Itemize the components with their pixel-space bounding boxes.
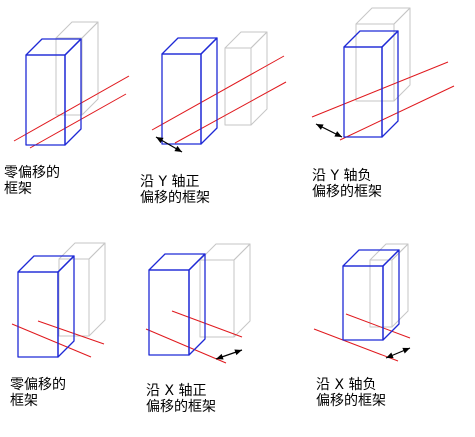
offset-frame bbox=[58, 242, 106, 337]
offset-frame-side-face bbox=[81, 21, 99, 116]
offset-frame-side-face bbox=[233, 243, 251, 338]
panel-negative-y bbox=[311, 7, 455, 141]
offset-dimension-arrow-head-end bbox=[334, 131, 342, 137]
offset-dimension-arrow-head-start bbox=[316, 124, 324, 130]
frame-box-side-face bbox=[200, 37, 218, 145]
offset-frame bbox=[199, 243, 251, 338]
offset-frame bbox=[224, 31, 268, 126]
caption-line: 偏移的框架 bbox=[316, 393, 386, 409]
offset-line-1 bbox=[145, 328, 227, 364]
offset-line-2 bbox=[339, 85, 455, 141]
frame-box-front-face bbox=[148, 269, 190, 356]
caption-line: 沿 X 轴负 bbox=[316, 377, 377, 393]
offset-frame-top-face bbox=[224, 31, 268, 49]
offset-frame-side-face bbox=[393, 7, 411, 102]
offset-line-2 bbox=[345, 313, 411, 339]
caption-line: 偏移的框架 bbox=[146, 399, 216, 415]
offset-line-2 bbox=[171, 310, 243, 338]
frame-box bbox=[17, 255, 75, 358]
offset-line-2 bbox=[37, 320, 105, 345]
frame-box bbox=[342, 249, 400, 341]
offset-frame-top-face bbox=[369, 243, 409, 261]
offset-frame-front-face bbox=[355, 23, 395, 102]
offset-frame bbox=[369, 243, 409, 328]
offset-line-1 bbox=[313, 328, 399, 362]
caption-line: 沿 X 轴正 bbox=[146, 383, 207, 399]
offset-dimension-arrow-head-end bbox=[234, 349, 242, 356]
frame-box bbox=[148, 253, 206, 356]
offset-dimension-arrow-head-start bbox=[386, 352, 394, 359]
offset-dimension-arrow-head-end bbox=[174, 145, 182, 152]
offset-dimension-arrow-head-end bbox=[402, 347, 410, 354]
offset-frame bbox=[355, 7, 411, 102]
panel-zero-offset-top bbox=[13, 21, 130, 149]
offset-line-2 bbox=[174, 81, 287, 144]
offset-line-1 bbox=[311, 61, 449, 118]
frame-box-front-face bbox=[161, 53, 202, 145]
offset-frame-side-face bbox=[391, 243, 409, 328]
offset-frame-side-face bbox=[88, 242, 106, 337]
frame-box-side-face bbox=[64, 38, 82, 146]
caption-line: 框架 bbox=[10, 393, 38, 409]
panel-zero-offset-bottom bbox=[11, 242, 106, 358]
panel-negative-x bbox=[313, 243, 411, 362]
frame-box-front-face bbox=[17, 271, 59, 358]
frame-box bbox=[343, 30, 399, 138]
caption-line: 偏移的框架 bbox=[140, 190, 210, 206]
frame-box-side-face bbox=[57, 255, 75, 358]
caption-line: 框架 bbox=[4, 181, 32, 197]
offset-dimension-arrow bbox=[385, 347, 411, 359]
caption-line: 零偏移的 bbox=[4, 165, 60, 181]
offset-frame-front-face bbox=[55, 37, 83, 116]
frame-box bbox=[25, 38, 82, 146]
caption-line: 沿 Y 轴负 bbox=[312, 168, 371, 184]
offset-dimension-arrow bbox=[315, 123, 343, 138]
caption-line: 零偏移的 bbox=[10, 377, 66, 393]
panel-positive-y bbox=[151, 31, 287, 153]
offset-frame-side-face bbox=[250, 31, 268, 126]
offset-line-1 bbox=[11, 323, 92, 358]
offset-dimension-arrow bbox=[155, 136, 183, 153]
offset-line-2 bbox=[29, 93, 127, 149]
frame-box bbox=[161, 37, 218, 145]
caption-line: 沿 Y 轴正 bbox=[140, 174, 199, 190]
frame-box-side-face bbox=[188, 253, 206, 356]
frame-box-side-face bbox=[382, 249, 400, 341]
frame-box-front-face bbox=[342, 265, 384, 341]
offset-frame bbox=[55, 21, 99, 116]
caption-line: 偏移的框架 bbox=[312, 184, 382, 200]
offset-dimension-arrow bbox=[215, 349, 243, 360]
frame-box-side-face bbox=[381, 30, 399, 138]
panel-positive-x bbox=[145, 243, 251, 364]
offset-line-1 bbox=[151, 55, 285, 131]
frame-box-front-face bbox=[343, 46, 383, 138]
offset-dimension-arrow-head-start bbox=[156, 137, 164, 144]
offset-frame-top-face bbox=[55, 21, 99, 39]
offset-frame-front-face bbox=[369, 259, 393, 328]
offset-line-1 bbox=[13, 75, 130, 142]
offset-dimension-arrow-head-start bbox=[216, 353, 224, 360]
